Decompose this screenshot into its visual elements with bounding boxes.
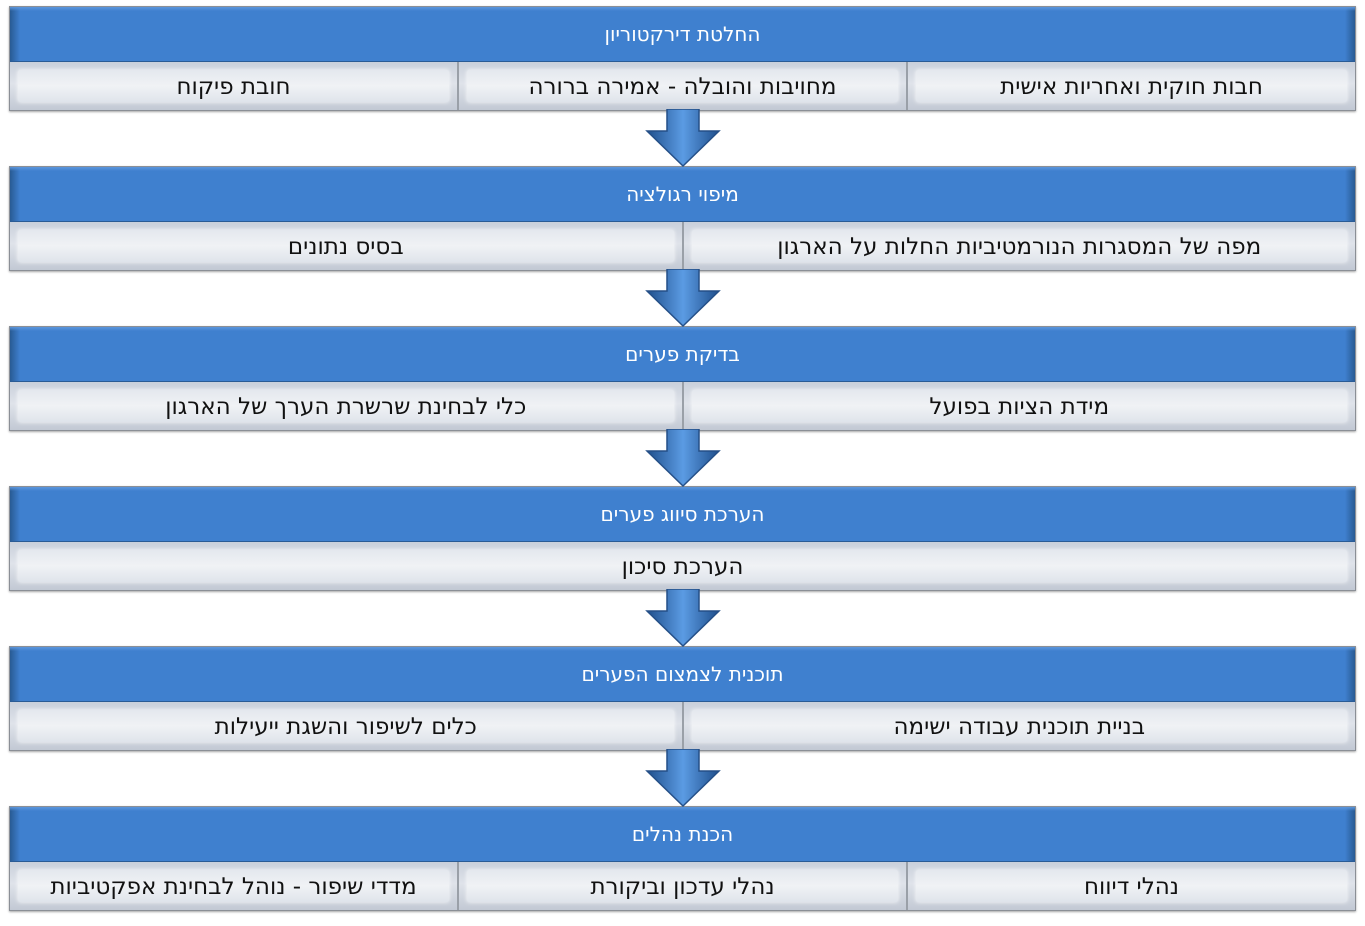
down-arrow-icon xyxy=(9,269,1356,328)
stage-item: חובת פיקוח xyxy=(10,62,457,110)
stage-item: בסיס נתונים xyxy=(10,222,682,270)
stage-item: הערכת סיכון xyxy=(10,542,1355,590)
stage-item-label: מדדי שיפור - נוהל לבחינת אפקטיביות xyxy=(50,873,417,900)
stage-item-label: כלים לשיפור והשגת ייעילות xyxy=(214,713,477,740)
stage-items: נהלי דיווח נהלי עדכון וביקורת מדדי שיפור… xyxy=(10,862,1355,910)
stage-item-label: מידת הציות בפועל xyxy=(929,393,1110,420)
stage-title: מיפוי רגולציה xyxy=(10,167,1355,222)
down-arrow-icon xyxy=(9,429,1356,488)
stage-item-label: נהלי עדכון וביקורת xyxy=(590,873,775,900)
stage-item-label: מחויבות והובלה - אמירה ברורה xyxy=(528,73,837,100)
down-arrow-icon xyxy=(9,589,1356,648)
stage-item-label: מפה של המסגרות הנורמטיביות החלות על הארג… xyxy=(777,233,1262,260)
stage-items: חבות חוקית ואחריות אישית מחויבות והובלה … xyxy=(10,62,1355,110)
stage-regulation-mapping: מיפוי רגולציה מפה של המסגרות הנורמטיביות… xyxy=(9,166,1356,271)
stage-title: בדיקת פערים xyxy=(10,327,1355,382)
stage-item-label: הערכת סיכון xyxy=(621,553,744,580)
stage-item: בניית תוכנית עבודה ישימה xyxy=(681,702,1355,750)
stage-item: מחויבות והובלה - אמירה ברורה xyxy=(457,62,906,110)
stage-item: חבות חוקית ואחריות אישית xyxy=(906,62,1355,110)
stage-item-label: נהלי דיווח xyxy=(1083,873,1180,900)
stage-item-label: חובת פיקוח xyxy=(176,73,291,100)
stage-item: מידת הציות בפועל xyxy=(681,382,1355,430)
stage-item-label: בניית תוכנית עבודה ישימה xyxy=(893,713,1146,740)
stage-item: מדדי שיפור - נוהל לבחינת אפקטיביות xyxy=(10,862,457,910)
down-arrow-icon xyxy=(9,749,1356,808)
stage-title: החלטת דירקטוריון xyxy=(10,7,1355,62)
stage-board-decision: החלטת דירקטוריון חבות חוקית ואחריות אישי… xyxy=(9,6,1356,111)
stage-title: תוכנית לצמצום הפערים xyxy=(10,647,1355,702)
stage-item: נהלי עדכון וביקורת xyxy=(457,862,906,910)
stage-items: בניית תוכנית עבודה ישימה כלים לשיפור והש… xyxy=(10,702,1355,750)
stage-item-label: כלי לבחינת שרשרת הערך של הארגון xyxy=(165,393,527,420)
stage-item-label: בסיס נתונים xyxy=(287,233,404,260)
stage-gap-check: בדיקת פערים מידת הציות בפועל כלי לבחינת … xyxy=(9,326,1356,431)
stage-title: הכנת נהלים xyxy=(10,807,1355,862)
stage-procedures: הכנת נהלים נהלי דיווח נהלי עדכון וביקורת… xyxy=(9,806,1356,911)
stage-item: נהלי דיווח xyxy=(906,862,1355,910)
stage-items: מידת הציות בפועל כלי לבחינת שרשרת הערך ש… xyxy=(10,382,1355,430)
stage-item: מפה של המסגרות הנורמטיביות החלות על הארג… xyxy=(681,222,1355,270)
stage-item: כלים לשיפור והשגת ייעילות xyxy=(10,702,682,750)
process-flow: החלטת דירקטוריון חבות חוקית ואחריות אישי… xyxy=(9,6,1356,911)
stage-item: כלי לבחינת שרשרת הערך של הארגון xyxy=(10,382,682,430)
stage-gap-reduction-plan: תוכנית לצמצום הפערים בניית תוכנית עבודה … xyxy=(9,646,1356,751)
stage-items: מפה של המסגרות הנורמטיביות החלות על הארג… xyxy=(10,222,1355,270)
stage-items: הערכת סיכון xyxy=(10,542,1355,590)
stage-gap-classification: הערכת סיווג פערים הערכת סיכון xyxy=(9,486,1356,591)
down-arrow-icon xyxy=(9,109,1356,168)
stage-item-label: חבות חוקית ואחריות אישית xyxy=(1000,73,1263,100)
stage-title: הערכת סיווג פערים xyxy=(10,487,1355,542)
